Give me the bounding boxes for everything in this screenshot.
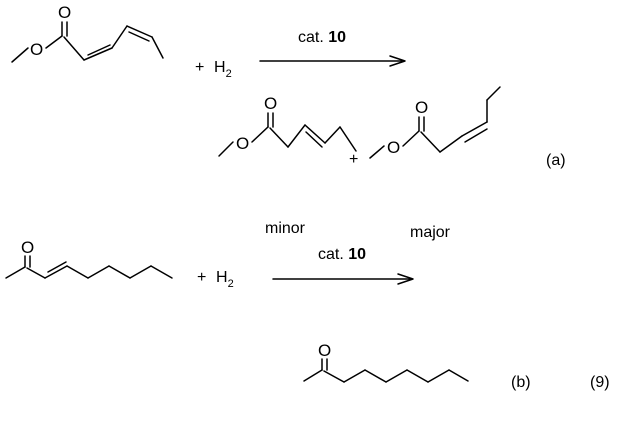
product-plus-sign: + <box>349 151 358 168</box>
reaction-arrow-b <box>272 273 414 285</box>
major-carbonyl-oxygen-label: O <box>415 98 428 117</box>
reaction-label-a: (a) <box>546 152 566 169</box>
hydrogen-reagent-b: H2 <box>216 269 234 290</box>
catalyst-label-b: cat. 10 <box>318 246 366 263</box>
major-ester-oxygen-label: O <box>387 138 400 157</box>
minor-label: minor <box>265 220 306 237</box>
product-b-structure: O <box>303 341 469 383</box>
product-b-oxygen-label: O <box>318 341 331 360</box>
minor-carbonyl-oxygen-label: O <box>264 94 277 113</box>
reaction-arrow-a <box>259 55 406 67</box>
major-label: major <box>410 224 451 241</box>
carbonyl-oxygen-label: O <box>58 3 71 22</box>
reactant-b-structure: O <box>5 238 173 279</box>
equation-number: (9) <box>590 374 610 391</box>
reaction-label-b: (b) <box>511 374 531 391</box>
hydrogen-reagent-a: H2 <box>214 59 232 80</box>
catalyst-label-a: cat. 10 <box>298 29 346 46</box>
plus-sign-b: + <box>197 269 206 286</box>
reactant-b-oxygen-label: O <box>21 238 34 257</box>
ester-oxygen-label: O <box>30 40 43 59</box>
plus-sign-a: + <box>195 59 204 76</box>
minor-ester-oxygen-label: O <box>236 134 249 153</box>
reactant-a-structure: O O <box>11 3 164 63</box>
product-minor-structure: O O <box>218 94 357 157</box>
product-major-structure: O O <box>369 86 501 159</box>
